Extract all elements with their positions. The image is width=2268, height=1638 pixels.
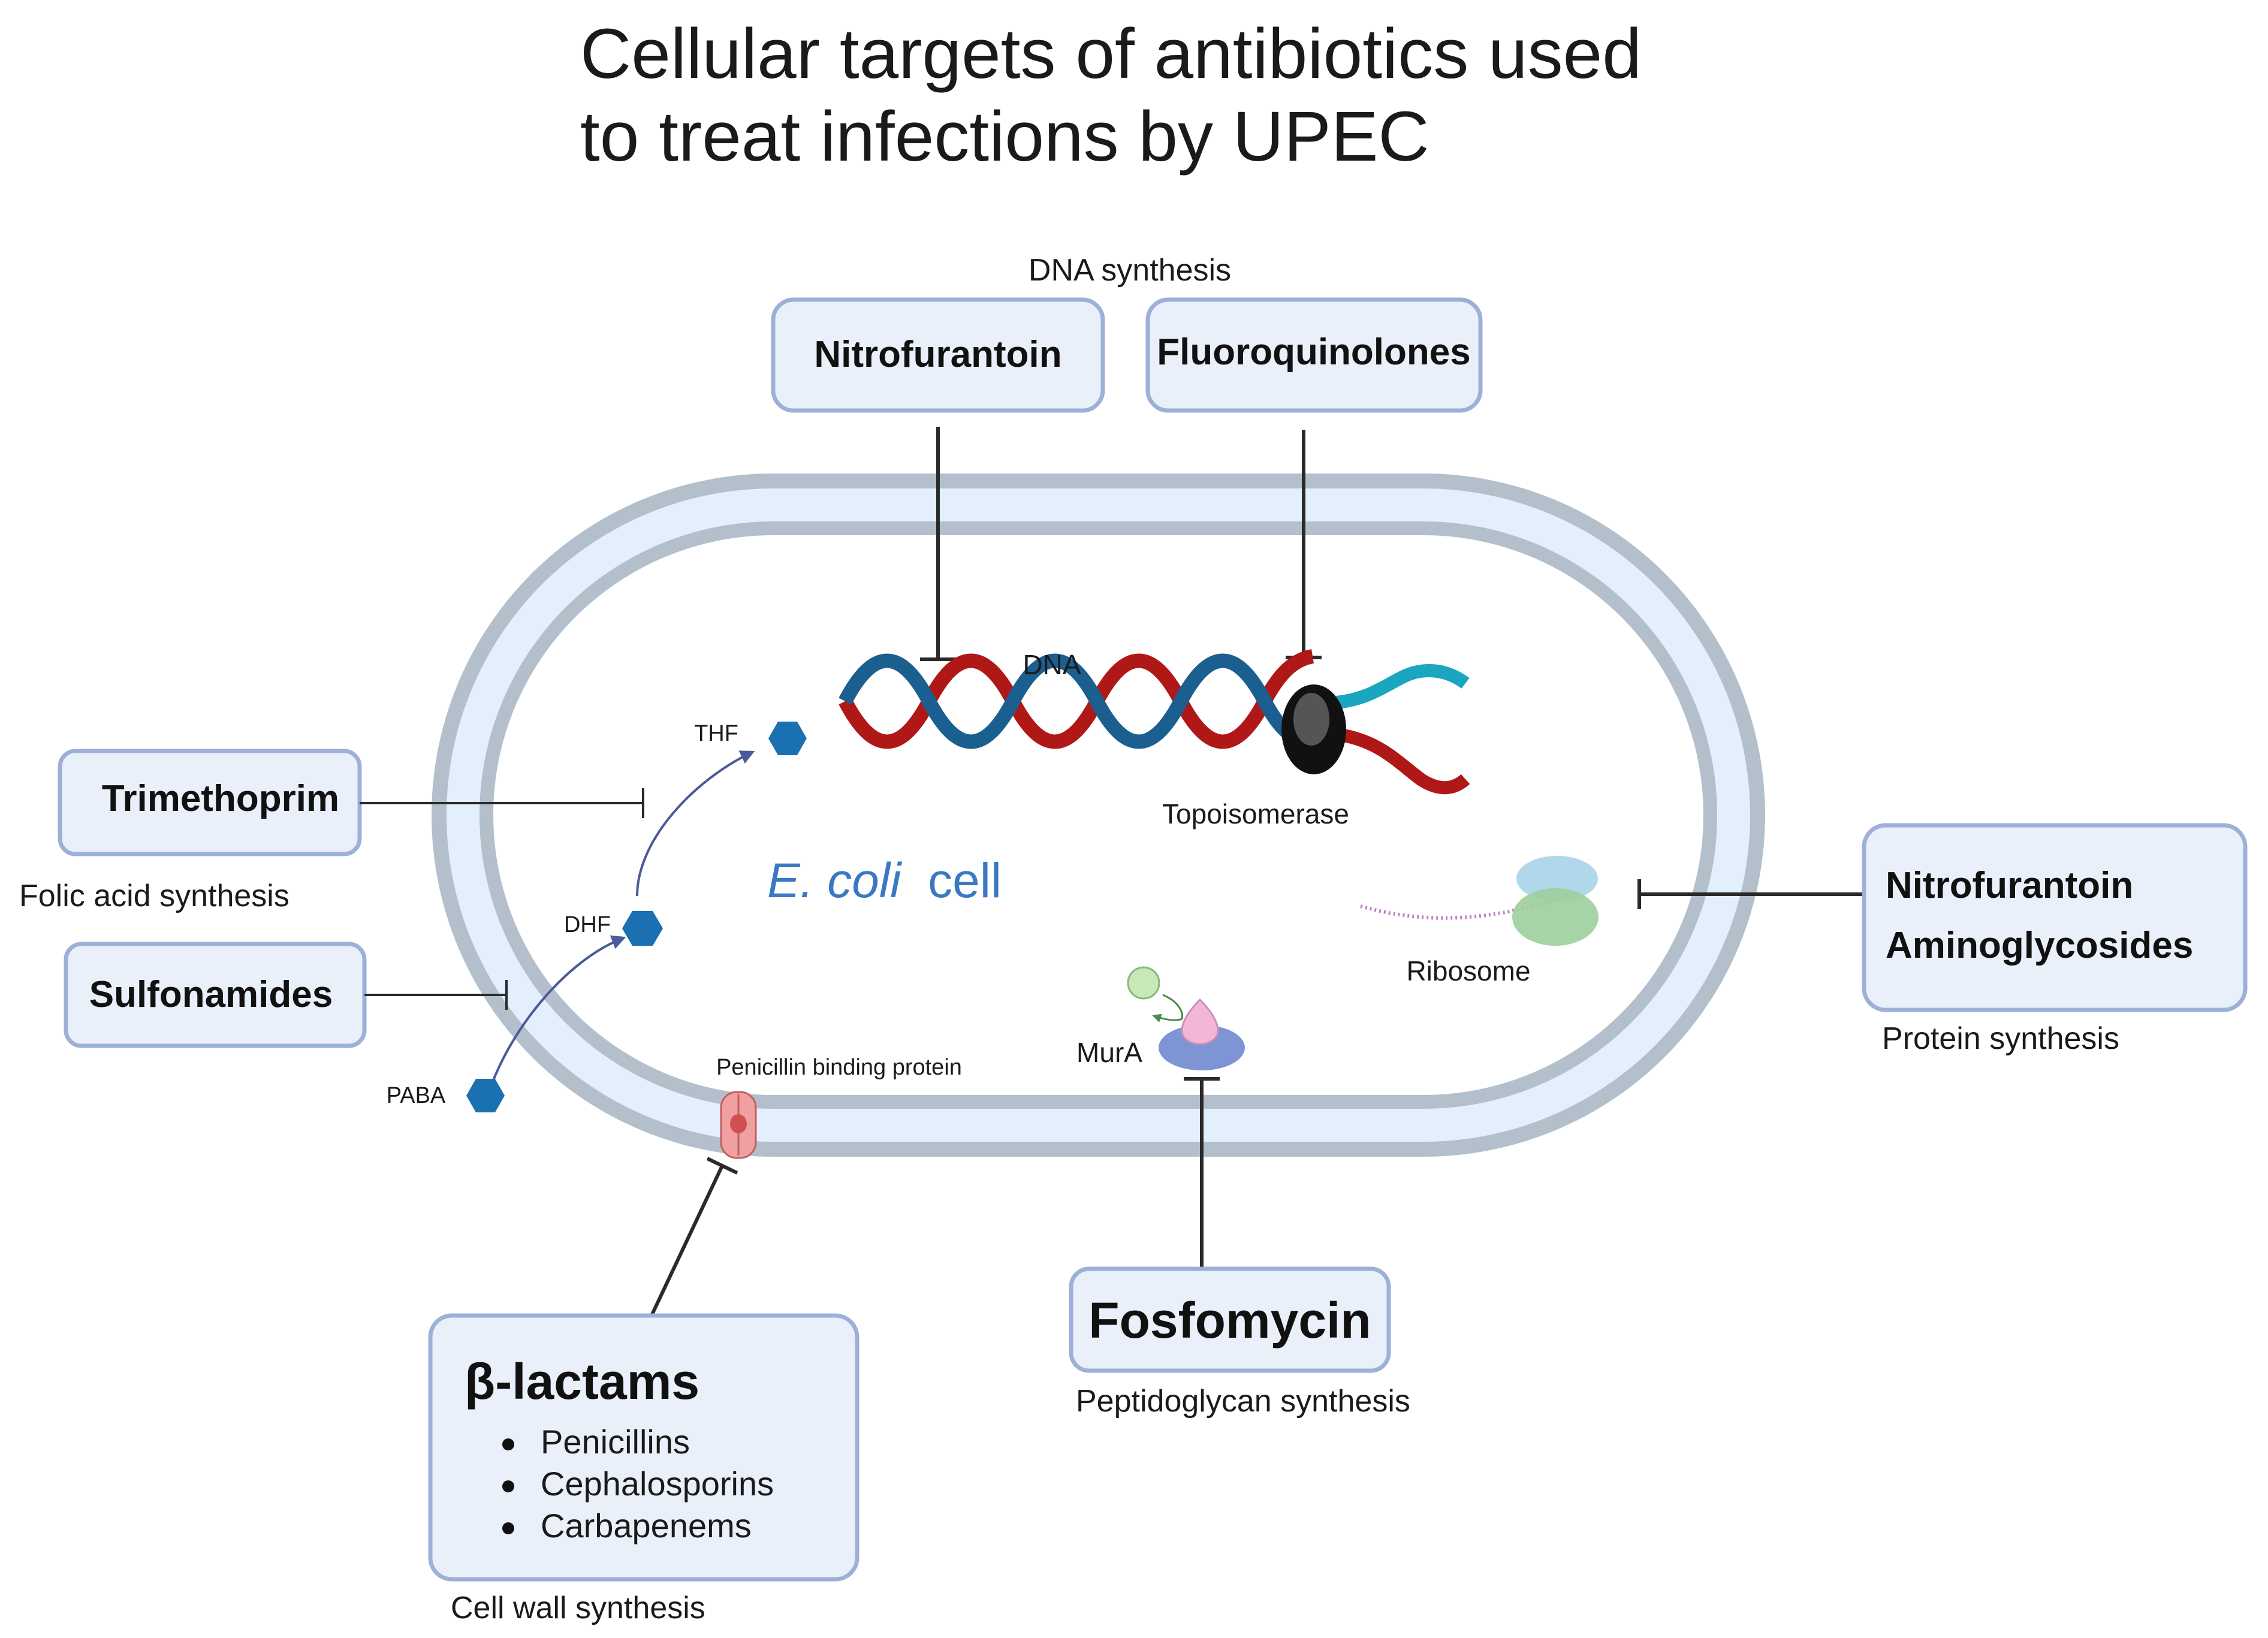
box-fluoroquinolones[interactable]: Fluoroquinolones (1145, 297, 1483, 413)
drug-nitrofurantoin-dna: Nitrofurantoin (814, 334, 1061, 375)
box-nitrofurantoin-dna[interactable]: Nitrofurantoin (771, 297, 1105, 413)
category-folic-acid-synthesis: Folic acid synthesis (19, 879, 289, 913)
drug-trimethoprim: Trimethoprim (102, 778, 339, 819)
ribosome-large-subunit (1512, 888, 1599, 946)
pbp-core (730, 1114, 747, 1133)
inhibitor-trimethoprim (360, 788, 644, 818)
arrow-paba-to-dhf (490, 935, 626, 1085)
betalactam-item-cephalosporins: Cephalosporins (541, 1465, 774, 1503)
label-pbp: Penicillin binding protein (716, 1055, 962, 1080)
mura-ligand (1127, 966, 1160, 1000)
label-ribosome: Ribosome (1406, 955, 1530, 987)
title-line-1: Cellular targets of antibiotics used (580, 14, 1642, 93)
betalactam-item-penicillins: Penicillins (541, 1423, 690, 1461)
drug-betalactams: β-lactams (465, 1353, 699, 1410)
inhibitor-nitrofurantoin-dna (920, 427, 956, 661)
inhibitor-sulfonamides (364, 980, 508, 1010)
mura-arrow (1152, 994, 1184, 1022)
label-paba: PABA (387, 1083, 446, 1108)
bullet-2 (502, 1480, 514, 1492)
drug-sulfonamides: Sulfonamides (89, 974, 333, 1015)
drug-fosfomycin: Fosfomycin (1088, 1292, 1371, 1349)
arrow-dhf-to-thf (636, 750, 755, 897)
topoisomerase-highlight (1293, 693, 1329, 746)
box-sulfonamides[interactable]: Sulfonamides (64, 942, 367, 1048)
category-dna-synthesis: DNA synthesis (1029, 253, 1231, 288)
mrna-strand (1360, 897, 1559, 920)
cell-species-label: E. coli (767, 853, 903, 908)
dna-strand-red-end (1335, 728, 1470, 795)
box-trimethoprim[interactable]: Trimethoprim (58, 749, 362, 856)
label-topoisomerase: Topoisomerase (1162, 798, 1349, 829)
topoisomerase (1281, 684, 1346, 774)
category-peptidoglycan-synthesis: Peptidoglycan synthesis (1076, 1384, 1410, 1419)
label-dhf: DHF (564, 912, 611, 937)
penicillin-binding-protein (720, 1091, 757, 1159)
betalactam-item-carbapenems: Carbapenems (541, 1507, 752, 1545)
drug-nitrofurantoin-protein: Nitrofurantoin (1886, 865, 2133, 906)
cell-word-label: cell (928, 853, 1002, 908)
ribosome (1360, 856, 1599, 946)
category-cell-wall-synthesis: Cell wall synthesis (451, 1591, 705, 1625)
dna-helix (839, 649, 1470, 795)
hexagon-thf (768, 722, 807, 755)
label-mura: MurA (1076, 1037, 1142, 1068)
mura-substrate (1181, 998, 1219, 1045)
drug-fluoroquinolones: Fluoroquinolones (1157, 331, 1471, 373)
hexagon-dhf (622, 911, 663, 946)
label-thf: THF (694, 721, 738, 746)
label-dna: DNA (1023, 649, 1081, 680)
box-fosfomycin[interactable]: Fosfomycin (1069, 1266, 1391, 1373)
category-protein-synthesis: Protein synthesis (1882, 1021, 2119, 1056)
mura-body (1159, 1025, 1245, 1070)
box-betalactams[interactable]: β-lactams Penicillins Cephalosporins Car… (428, 1313, 859, 1582)
drug-aminoglycosides: Aminoglycosides (1886, 925, 2193, 966)
inhibitor-betalactams (650, 1157, 738, 1316)
title-line-2: to treat infections by UPEC (580, 97, 1429, 176)
hexagon-paba (466, 1079, 505, 1112)
cell-label: E. coli cell (767, 853, 1002, 908)
cytoplasm (493, 535, 1703, 1095)
dna-strand-blue (839, 653, 1314, 750)
inhibitor-fosfomycin (1184, 1077, 1220, 1268)
bullet-3 (502, 1522, 514, 1534)
bullet-1 (502, 1438, 514, 1450)
mura-enzyme (1127, 966, 1245, 1070)
dna-strand-cyan (1335, 664, 1470, 709)
box-nitrofurantoin-aminoglycosides[interactable]: Nitrofurantoin Aminoglycosides (1862, 823, 2248, 1012)
inhibitor-protein-synthesis (1637, 879, 1864, 909)
ribosome-small-subunit (1516, 856, 1598, 901)
